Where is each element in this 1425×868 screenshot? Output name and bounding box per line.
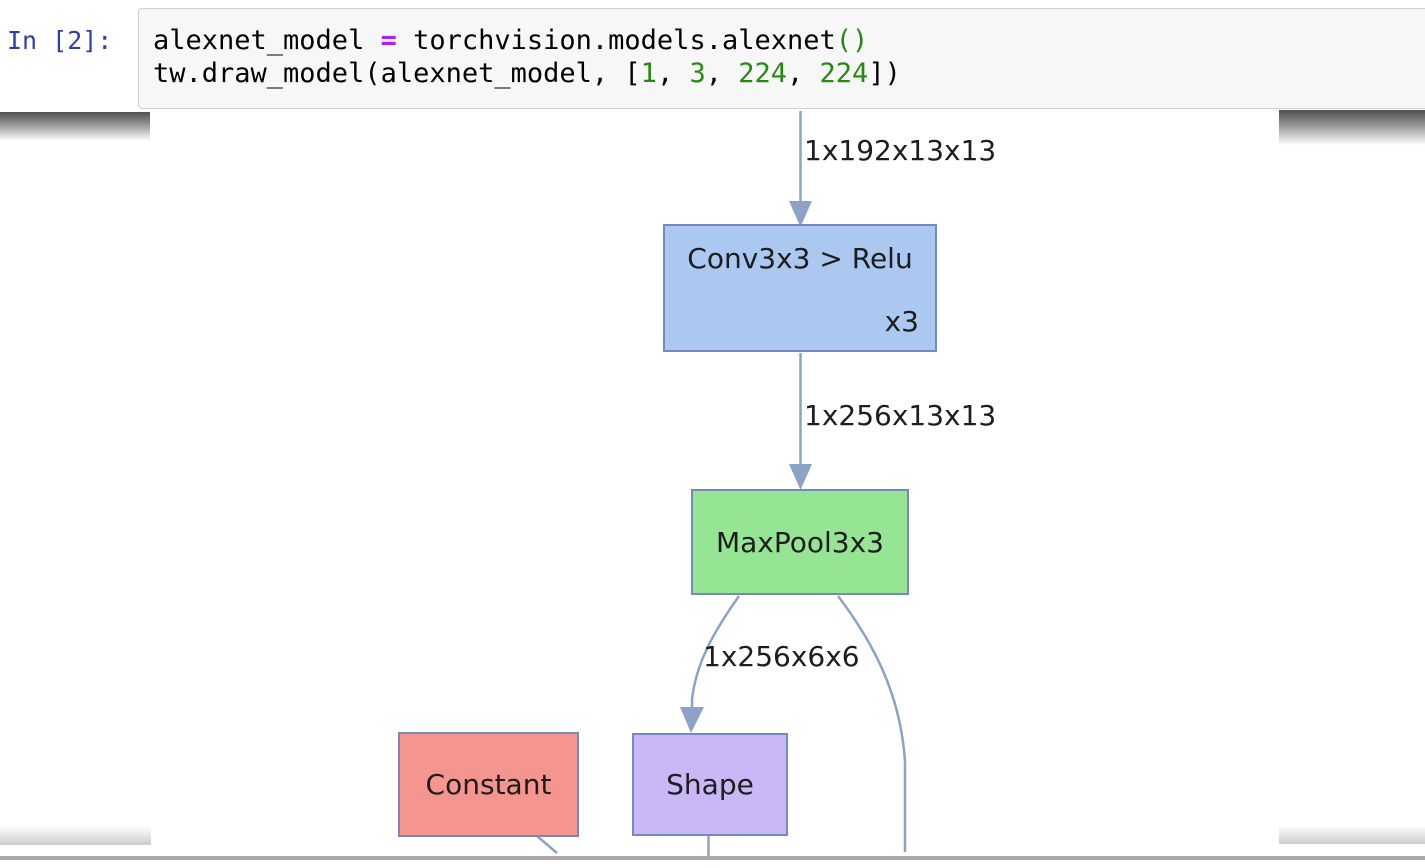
node-conv-repeat-badge: x3: [884, 305, 919, 338]
code-token: ,: [787, 58, 820, 89]
clipped-content-bar-bottom-right: [1279, 825, 1425, 844]
code-token-number: 224: [738, 58, 788, 89]
arrowhead-into-maxpool: [789, 464, 812, 490]
node-constant: Constant: [398, 732, 579, 837]
edge-label-maxpool-to-shape: 1x256x6x6: [703, 640, 860, 673]
node-conv-label: Conv3x3 > Relu: [687, 242, 913, 275]
cell-input-prompt: In [2]:: [7, 26, 113, 55]
code-token: tw.draw_model(alexnet_model, [: [153, 58, 641, 89]
clipped-content-bar-top-right: [1279, 110, 1425, 145]
edge-maxpool-to-shape: [690, 595, 741, 708]
node-conv-relu: Conv3x3 > Relu x3: [663, 224, 937, 352]
node-constant-label: Constant: [425, 768, 552, 801]
arrowhead-into-shape: [680, 707, 704, 733]
arrowhead-into-conv: [789, 201, 812, 227]
code-token: torchvision.models.alexnet: [396, 25, 836, 56]
code-token: ,: [705, 58, 739, 89]
edge-label-input-to-conv: 1x192x13x13: [804, 134, 997, 167]
code-line-1: alexnet_model = torchvision.models.alexn…: [153, 24, 1425, 57]
code-token-paren: (): [835, 25, 869, 56]
code-token-number: 224: [819, 58, 869, 89]
code-token-operator: =: [380, 25, 397, 56]
code-token: ]): [868, 58, 901, 89]
edge-label-conv-to-maxpool: 1x256x13x13: [804, 399, 997, 432]
node-shape: Shape: [632, 733, 788, 836]
code-cell-editor[interactable]: alexnet_model = torchvision.models.alexn…: [138, 8, 1425, 109]
code-line-2: tw.draw_model(alexnet_model, [1, 3, 224,…: [153, 57, 1425, 90]
edge-maxpool-to-bottom: [837, 595, 907, 852]
node-shape-label: Shape: [666, 768, 754, 801]
code-token-number: 3: [689, 58, 706, 89]
code-token: alexnet_model: [153, 25, 381, 56]
window-bottom-edge: [0, 856, 1425, 860]
code-token-number: 1: [640, 58, 657, 89]
node-maxpool: MaxPool3x3: [691, 489, 909, 595]
clipped-content-bar-bottom-left: [0, 826, 151, 845]
edge-constant-to-bottom: [536, 835, 558, 854]
node-maxpool-label: MaxPool3x3: [715, 525, 884, 559]
clipped-content-bar-top-left: [0, 112, 150, 141]
code-token: ,: [656, 58, 690, 89]
